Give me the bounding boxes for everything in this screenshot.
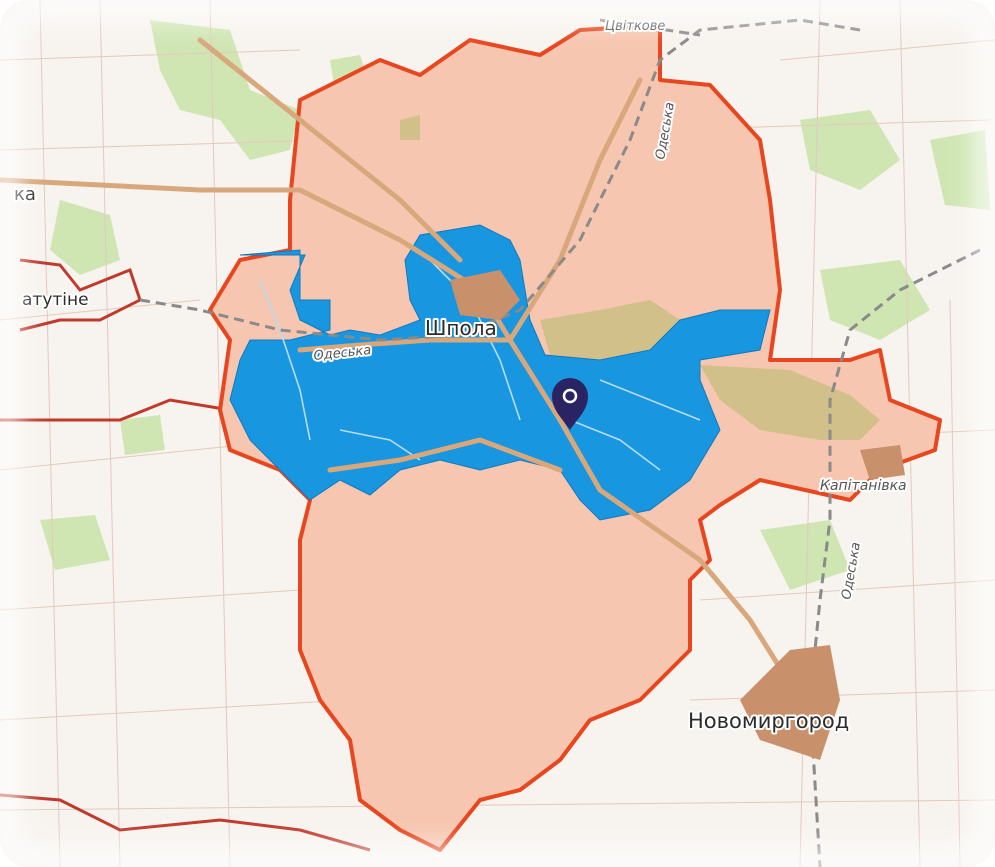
railways xyxy=(139,18,981,867)
highlighted-settlement-area[interactable] xyxy=(229,224,771,521)
roads xyxy=(0,37,803,703)
label-edge-fragment: ка xyxy=(14,184,36,205)
label-town-west[interactable]: атутіне xyxy=(20,288,91,312)
label-city-main[interactable]: Шпола xyxy=(423,314,499,342)
label-town-east[interactable]: Капітанівка xyxy=(818,476,909,496)
location-pin-icon[interactable] xyxy=(552,378,588,430)
region-border xyxy=(0,258,371,852)
label-city-south[interactable]: Новомиргород xyxy=(686,707,851,735)
built-up-areas xyxy=(450,270,905,760)
label-town-north[interactable]: Цвіткове xyxy=(603,17,667,36)
